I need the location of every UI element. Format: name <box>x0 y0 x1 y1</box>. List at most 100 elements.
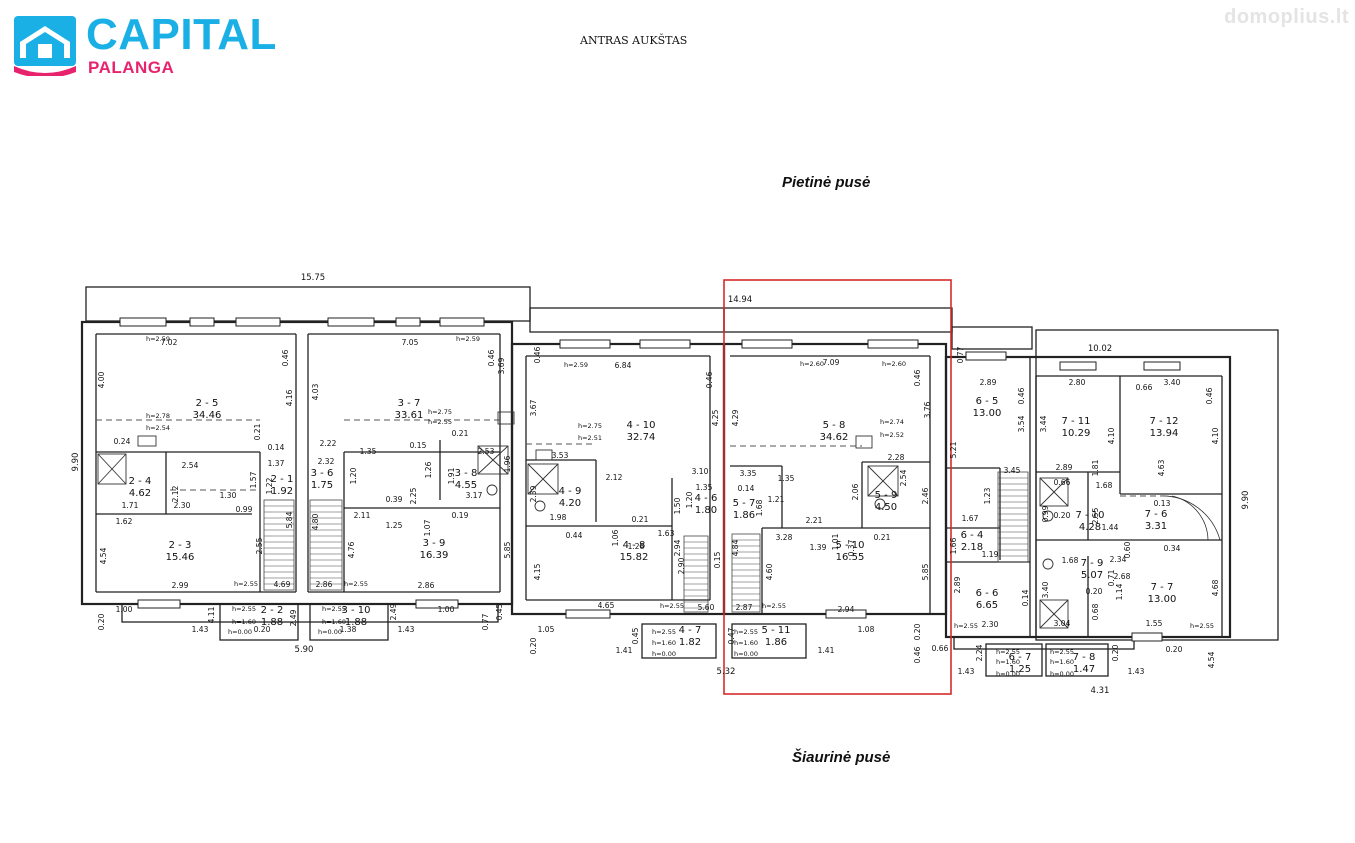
dimension-label: 1.44 <box>1102 523 1119 532</box>
overall-dimension-label: 10.02 <box>1088 344 1112 354</box>
ceiling-height-label: h=1.60 <box>734 639 758 647</box>
dimension-label: 4.84 <box>731 539 740 556</box>
room-area-label: 13.94 <box>1150 428 1179 439</box>
dimension-label: 1.35 <box>696 483 713 492</box>
room-area-label: 34.62 <box>820 432 849 443</box>
ceiling-height-label: h=2.60 <box>800 360 824 368</box>
room-area-label: 16.55 <box>836 552 865 563</box>
dimension-label: 0.14 <box>268 443 285 452</box>
dimension-label: 2.89 <box>953 576 962 593</box>
dimension-label: 4.54 <box>99 547 108 564</box>
dimension-label: 0.66 <box>1054 478 1071 487</box>
dimension-label: 0.15 <box>410 441 427 450</box>
dimension-label: 0.68 <box>1091 603 1100 620</box>
dimension-label: 2.90 <box>677 557 686 574</box>
dimension-label: 0.77 <box>956 346 965 363</box>
room-area-label: 1.86 <box>765 637 787 648</box>
dimension-label: 2.30 <box>174 501 191 510</box>
room-id-label: 3 - 7 <box>398 398 421 409</box>
dimension-label: 1.14 <box>1115 583 1124 600</box>
room-id-label: 2 - 1 <box>271 474 294 485</box>
ceiling-height-label: h=2.55 <box>996 648 1020 656</box>
room-id-label: 5 - 11 <box>761 625 790 636</box>
dimension-label: 3.53 <box>552 451 569 460</box>
dimension-label: 4.11 <box>207 606 216 623</box>
room-area-label: 4.55 <box>455 480 477 491</box>
dimension-label: 1.26 <box>424 461 433 478</box>
ceiling-height-label: h=2.59 <box>564 361 588 369</box>
dimension-label: 0.66 <box>1136 383 1153 392</box>
dimension-label: 3.54 <box>1017 415 1026 432</box>
dimension-label: 2.30 <box>982 620 999 629</box>
ceiling-height-label: h=2.55 <box>1050 648 1074 656</box>
dimension-label: 0.21 <box>632 515 649 524</box>
dimension-label: 0.46 <box>705 371 714 388</box>
dimension-label: 2.99 <box>172 581 189 590</box>
dimension-label: 2.22 <box>320 439 337 448</box>
ceiling-height-label: h=1.60 <box>322 618 346 626</box>
dimension-label: 4.60 <box>765 563 774 580</box>
dimension-label: 7.05 <box>402 338 419 347</box>
room-area-label: 1.25 <box>1009 664 1031 675</box>
ceiling-height-label: h=2.74 <box>880 418 904 426</box>
dimension-label: 0.39 <box>386 495 403 504</box>
dimension-label: 2.54 <box>182 461 199 470</box>
dimension-label: 6.84 <box>615 361 632 370</box>
overall-dimension-label: 9.90 <box>71 453 81 472</box>
ceiling-height-label: h=0.00 <box>652 650 676 658</box>
dimension-label: 2.34 <box>1110 555 1127 564</box>
overall-dimension-label: 4.31 <box>1091 686 1110 696</box>
dimension-label: 2.12 <box>606 473 623 482</box>
room-id-label: 4 - 7 <box>679 625 702 636</box>
dimension-label: 0.21 <box>253 423 262 440</box>
room-id-label: 2 - 2 <box>261 605 284 616</box>
watermark: domoplius.lt <box>1224 6 1349 28</box>
dimension-label: 0.14 <box>738 484 755 493</box>
room-id-label: 3 - 6 <box>311 468 334 479</box>
dimension-label: 2.53 <box>478 447 495 456</box>
south-side-label: Pietinė pusė <box>782 174 871 191</box>
dimension-label: 1.63 <box>658 529 675 538</box>
dimension-label: 0.20 <box>1086 587 1103 596</box>
room-id-label: 4 - 10 <box>626 420 655 431</box>
dimension-label: 1.81 <box>1091 459 1100 476</box>
dimension-label: 5.85 <box>921 563 930 580</box>
dimension-label: 0.46 <box>281 349 290 366</box>
dimension-label: 1.43 <box>192 625 209 634</box>
north-side-label: Šiaurinė pusė <box>792 749 891 766</box>
ceiling-height-label: h=0.00 <box>996 670 1020 678</box>
dimension-label: 2.86 <box>316 580 333 589</box>
ceiling-height-label: h=2.60 <box>882 360 906 368</box>
floor-title: ANTRAS AUKŠTAS <box>580 34 688 47</box>
ceiling-height-label: h=2.55 <box>234 580 258 588</box>
room-area-label: 15.46 <box>166 552 195 563</box>
ceiling-height-label: h=2.55 <box>1190 622 1214 630</box>
dimension-label: 1.01 <box>831 533 840 550</box>
ceiling-height-label: h=0.00 <box>1050 670 1074 678</box>
room-id-label: 7 - 12 <box>1149 416 1178 427</box>
room-area-label: 4.20 <box>559 498 581 509</box>
dimension-label: 0.77 <box>481 613 490 630</box>
dimension-label: 0.13 <box>1154 499 1171 508</box>
room-area-label: 1.47 <box>1073 664 1095 675</box>
dimension-label: 1.07 <box>423 519 432 536</box>
dimension-label: 0.71 <box>1107 569 1116 586</box>
ceiling-height-label: h=1.60 <box>652 639 676 647</box>
dimension-label: 3.17 <box>466 491 483 500</box>
room-id-label: 2 - 3 <box>169 540 192 551</box>
dimension-label: 3.76 <box>923 401 932 418</box>
room-area-label: 5.07 <box>1081 570 1103 581</box>
room-id-label: 7 - 8 <box>1073 652 1096 663</box>
dimension-label: 1.39 <box>810 543 827 552</box>
dimension-label: 0.45 <box>495 603 504 620</box>
dimension-label: 1.00 <box>438 605 455 614</box>
dimension-label: 2.39 <box>529 485 538 502</box>
dimension-label: 1.35 <box>778 474 795 483</box>
dimension-label: 0.37 <box>847 539 856 556</box>
room-area-label: 15.82 <box>620 552 649 563</box>
room-area-label: 10.29 <box>1062 428 1091 439</box>
dimension-label: 0.46 <box>1205 387 1214 404</box>
dimension-label: 1.68 <box>1062 556 1079 565</box>
overall-dimension-label: 5.32 <box>717 667 736 677</box>
room-id-label: 5 - 8 <box>823 420 846 431</box>
